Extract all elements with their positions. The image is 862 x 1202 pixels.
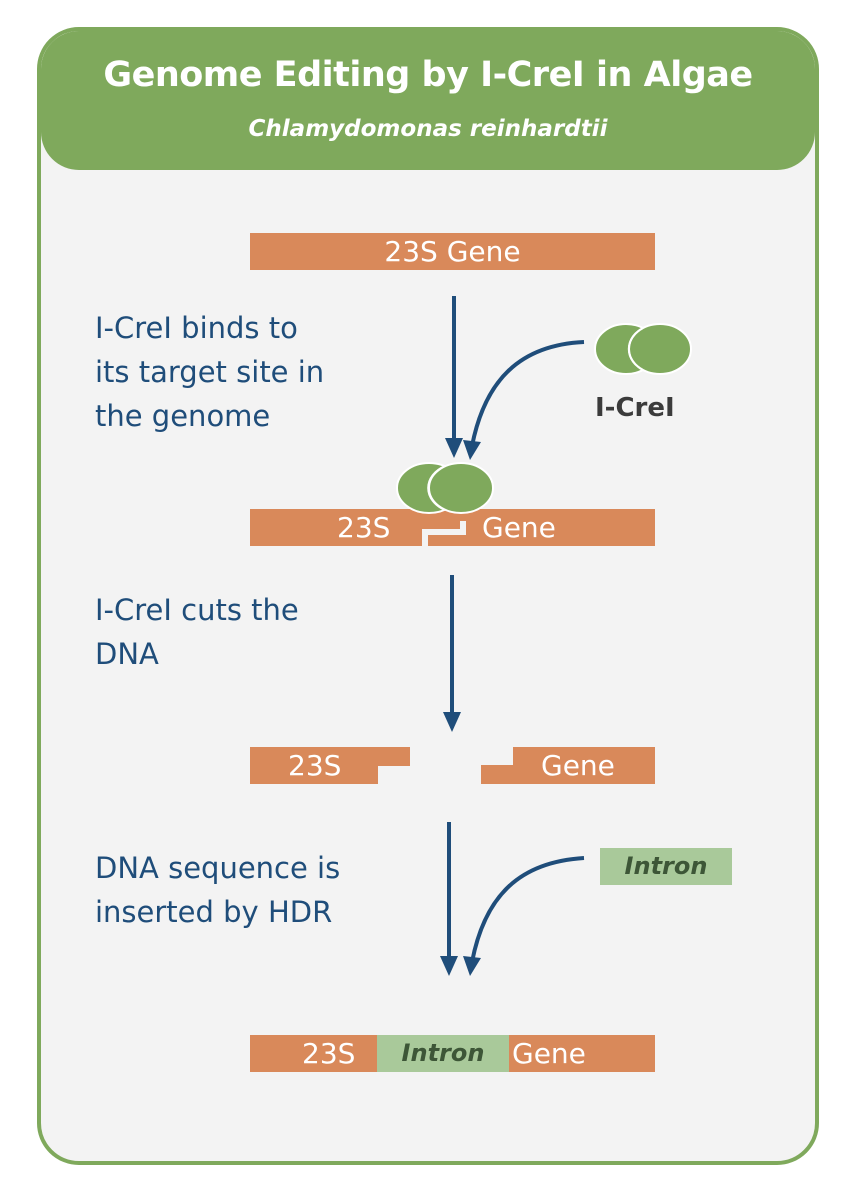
arrow-intron-curve-head bbox=[463, 956, 481, 976]
cut-line-top bbox=[460, 521, 466, 535]
enzyme-bound-icon bbox=[396, 462, 494, 514]
gene-bar-edited-left-label: 23S bbox=[302, 1037, 356, 1070]
arrow-intron-curve bbox=[470, 856, 585, 963]
gene-bar-intact-label: 23S Gene bbox=[384, 235, 521, 268]
arrow-step-2-down-head bbox=[443, 712, 461, 732]
sticky-end-right bbox=[481, 747, 513, 765]
step-1-text: I-CreI binds to its target site in the g… bbox=[95, 306, 324, 438]
step-3-line-2: inserted by HDR bbox=[95, 895, 333, 929]
diagram-title: Genome Editing by I-CreI in Algae bbox=[103, 55, 753, 95]
gene-fragment-left-label: 23S bbox=[288, 749, 342, 782]
enzyme-free-icon bbox=[594, 323, 692, 375]
cut-line-bottom bbox=[422, 529, 428, 546]
sticky-end-left bbox=[378, 766, 410, 784]
gene-bar-bound-left-label: 23S bbox=[337, 511, 391, 544]
arrow-step-1-down-head bbox=[445, 438, 463, 458]
gene-bar-intact: 23S Gene bbox=[250, 233, 655, 270]
step-2-text: I-CreI cuts the DNA bbox=[95, 588, 299, 676]
step-2-line-1: I-CreI cuts the bbox=[95, 593, 299, 627]
gene-fragment-right: Gene bbox=[481, 747, 655, 784]
donor-intron: Intron bbox=[600, 848, 732, 885]
gene-bar-edited-right-label: Gene bbox=[512, 1037, 586, 1070]
gene-bar-edited: 23S Intron Gene bbox=[250, 1035, 655, 1072]
inserted-intron: Intron bbox=[377, 1035, 509, 1072]
diagram-subtitle: Chlamydomonas reinhardtii bbox=[248, 116, 608, 142]
header-banner: Genome Editing by I-CreI in Algae Chlamy… bbox=[41, 31, 815, 170]
arrow-step-3-down-head bbox=[440, 956, 458, 976]
gene-bar-bound: 23S Gene bbox=[250, 509, 655, 546]
arrow-enzyme-curve bbox=[470, 340, 585, 447]
arrow-enzyme-curve-head bbox=[463, 440, 481, 460]
gene-fragment-left: 23S bbox=[250, 747, 410, 784]
step-3-text: DNA sequence is inserted by HDR bbox=[95, 846, 340, 934]
step-3-line-1: DNA sequence is bbox=[95, 851, 341, 885]
enzyme-label: I-CreI bbox=[595, 393, 675, 423]
step-1-line-1: I-CreI binds to bbox=[95, 311, 298, 345]
cut-line-mid bbox=[422, 529, 466, 535]
step-2-line-2: DNA bbox=[95, 637, 159, 671]
diagram-card: Genome Editing by I-CreI in Algae Chlamy… bbox=[37, 27, 819, 1165]
step-1-line-2: its target site in bbox=[95, 355, 325, 389]
step-1-line-3: the genome bbox=[95, 399, 271, 433]
gene-fragment-right-label: Gene bbox=[541, 749, 615, 782]
gene-bar-bound-right-label: Gene bbox=[482, 511, 556, 544]
